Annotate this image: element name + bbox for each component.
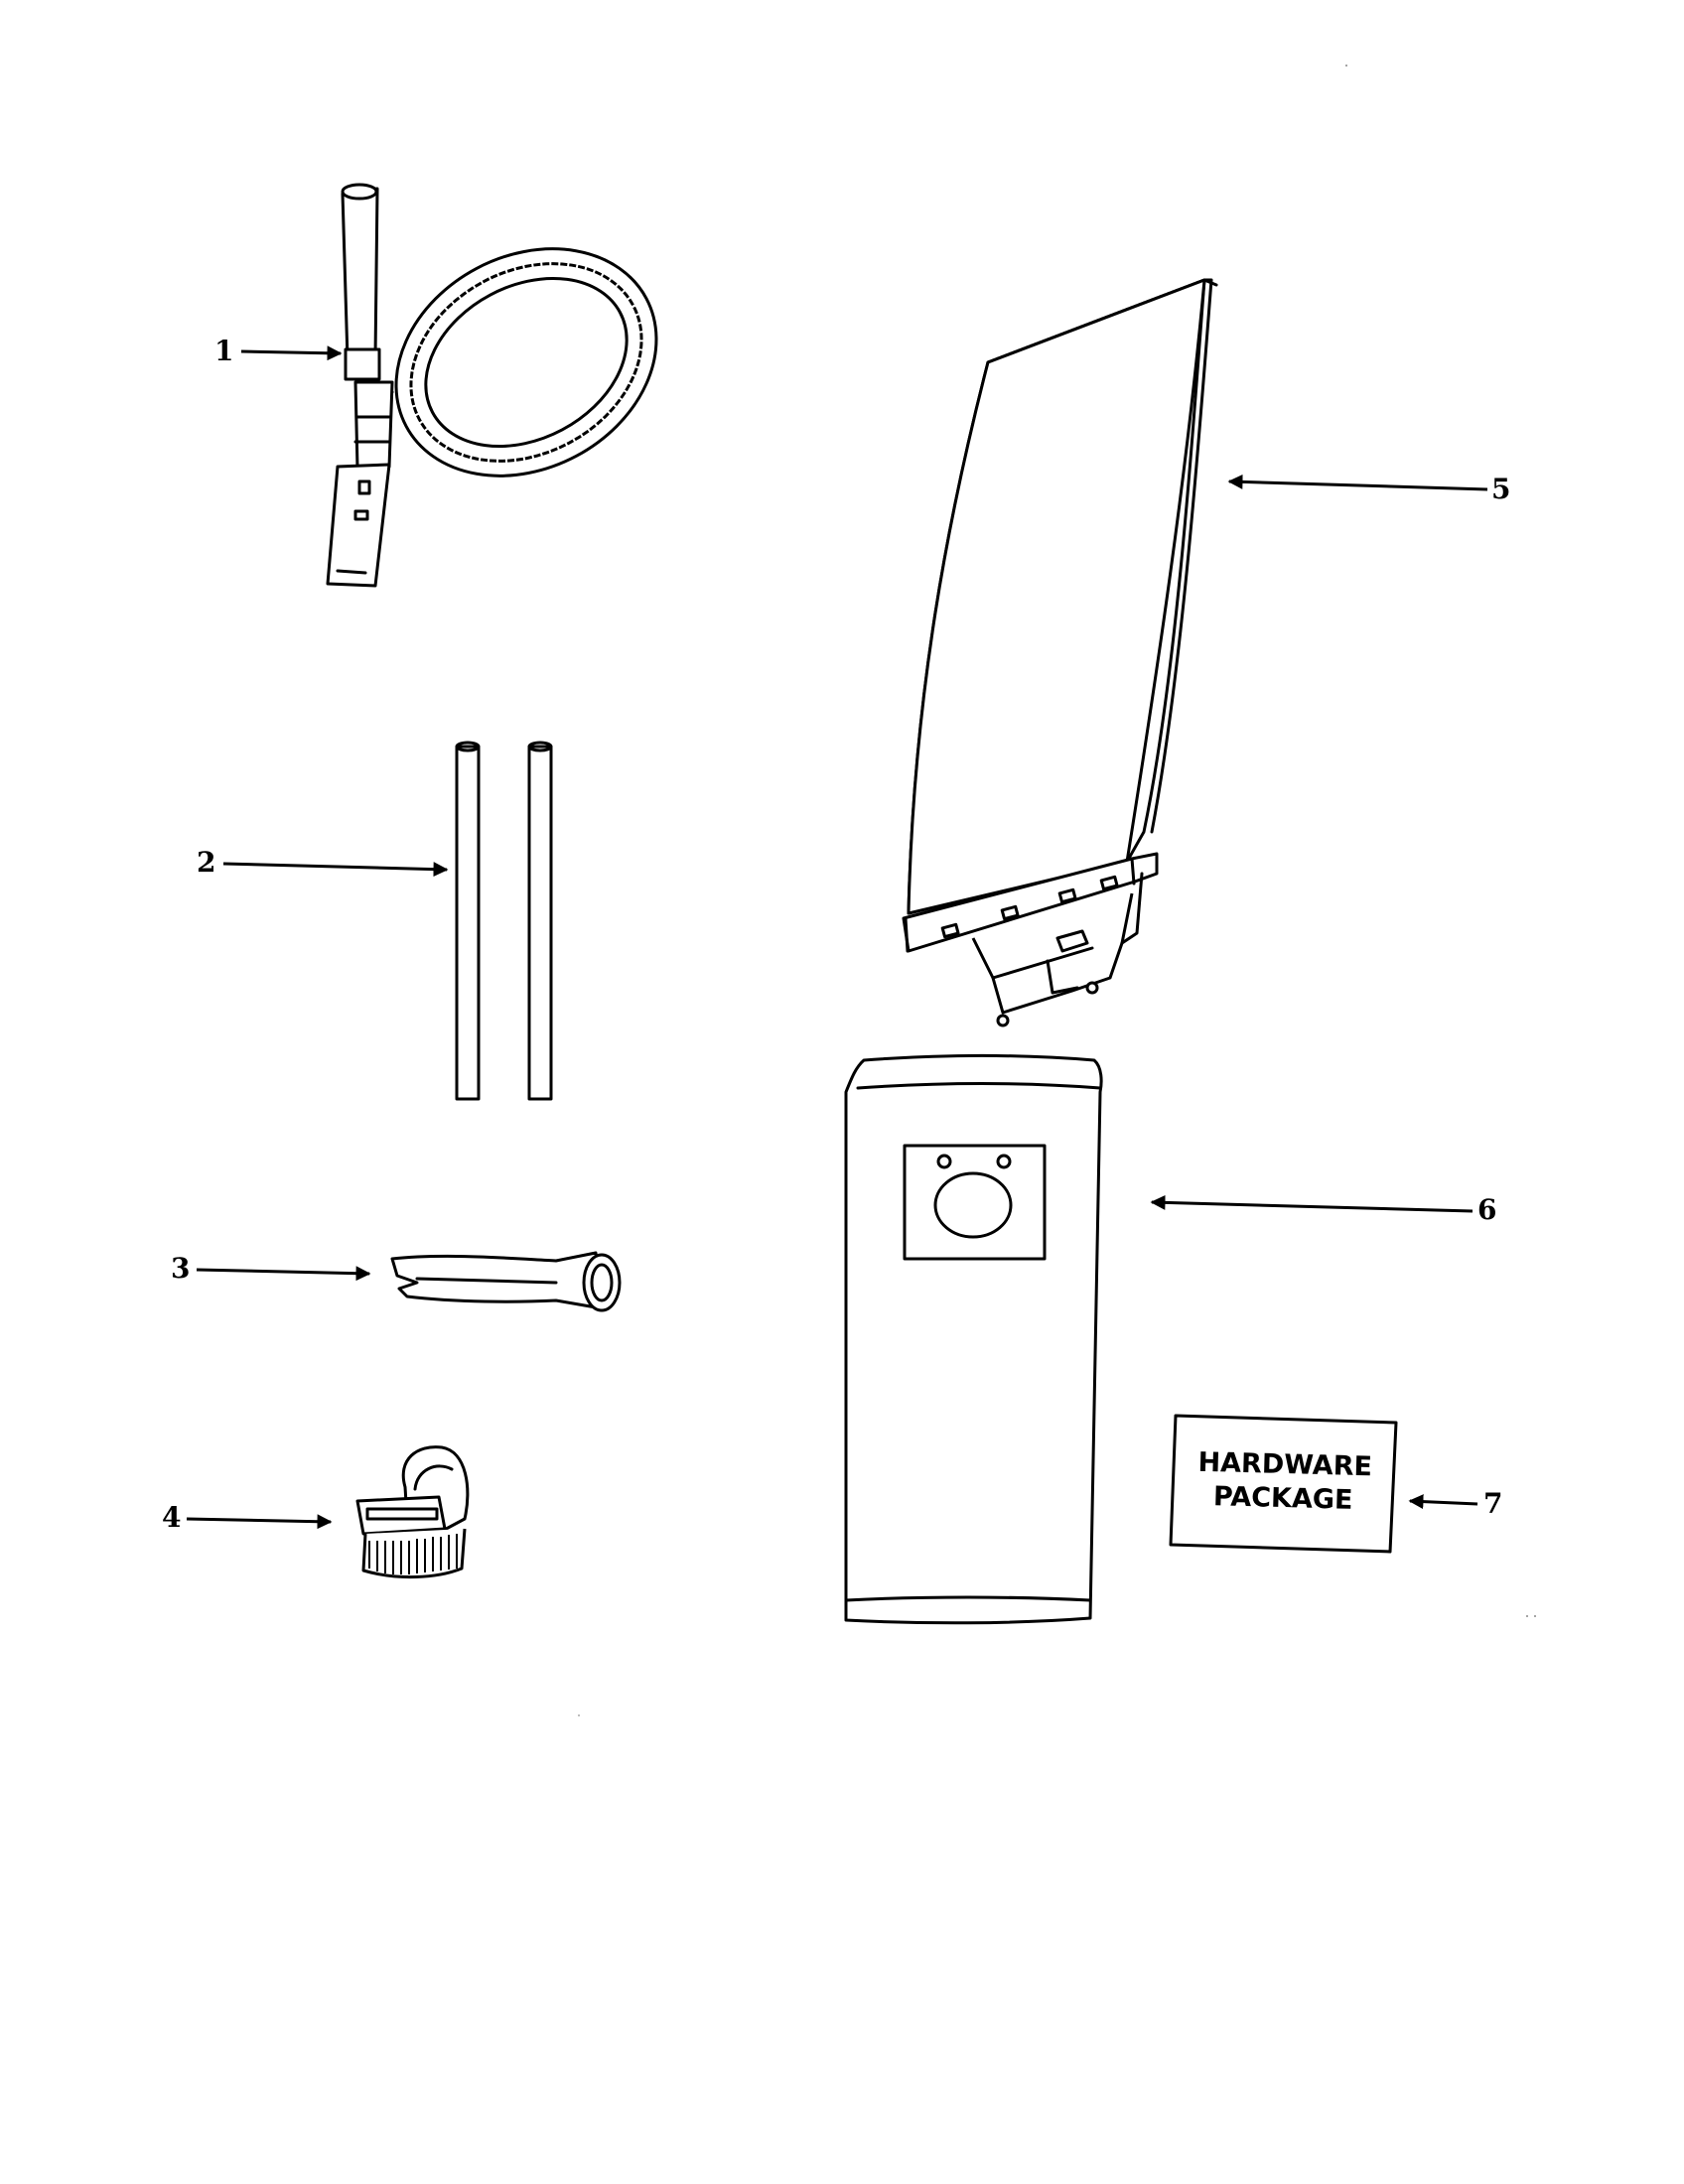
callout-arrow [1227,474,1488,491]
scan-speck [1345,65,1347,67]
crevice-tool-icon [390,1251,622,1312]
scan-speck [1526,1615,1528,1617]
callout-arrow [222,862,449,878]
callout-arrow [186,1514,333,1530]
paper-dust-bag-icon [844,1054,1103,1625]
callout-arrow [196,1266,371,1282]
hardware-package-label: HARDWARE PACKAGE [1169,1414,1398,1554]
filter-bag-housing-icon [902,278,1218,1027]
scan-speck [578,1714,580,1716]
hardware-package-line2: PACKAGE [1213,1481,1353,1516]
callout-arrow [1408,1494,1478,1510]
hose-icon [326,183,658,588]
callout-number: 4 [162,1501,181,1534]
callout-arrow [1150,1194,1474,1213]
callout-number: 7 [1483,1487,1502,1520]
callout-number: 2 [197,846,215,879]
wand-tubes-icon [455,741,553,1101]
callout-number: 5 [1491,473,1510,505]
callout-number: 1 [214,335,233,367]
scan-speck [1534,1615,1536,1617]
callout-number: 6 [1477,1193,1496,1226]
callout-number: 3 [171,1252,190,1285]
dusting-brush-icon [355,1445,470,1579]
hardware-package-line1: HARDWARE [1197,1447,1372,1483]
callout-arrow [240,345,343,361]
